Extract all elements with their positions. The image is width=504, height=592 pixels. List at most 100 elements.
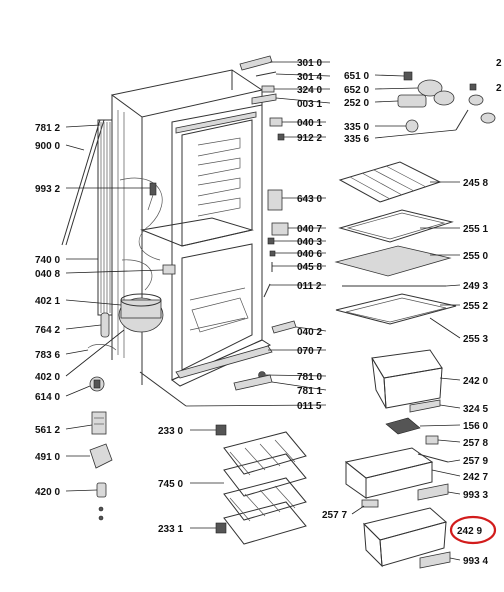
label-070-7: 070 7 [297,346,322,357]
label-242-9: 242 9 [457,526,482,537]
label-781-2: 781 2 [35,123,60,134]
refrigerator-cabinet [110,69,272,387]
label-614-0: 614 0 [35,392,60,403]
part-420-0 [96,482,107,521]
part-614-0 [89,376,105,392]
part-255-1-glass-shelf-frame [338,209,454,243]
label-040-6: 040 6 [297,249,322,260]
label-301-0: 301 0 [297,58,322,69]
part-783-6 [87,344,117,351]
highlight-circle [449,515,497,545]
part-040-1 [269,117,283,127]
label-643-0: 643 0 [297,194,322,205]
part-993-2 [147,182,157,211]
label-402-0: 402 0 [35,372,60,383]
label-040-7: 040 7 [297,224,322,235]
label-740-0: 740 0 [35,255,60,266]
label-257-8: 257 8 [463,438,488,449]
label-335-0: 335 0 [344,122,369,133]
label-245-8: 245 8 [463,178,488,189]
part-993-3 [417,483,449,501]
label-cut-top: 2 [496,58,502,69]
label-255-1: 255 1 [463,224,488,235]
label-003-1: 003 1 [297,99,322,110]
label-781-1: 781 1 [297,386,322,397]
part-324-5 [409,399,441,413]
label-257-7: 257 7 [322,510,347,521]
part-011-2 [263,283,271,298]
part-745-0-wire-shelves [223,431,307,545]
part-335-6 [455,109,469,131]
label-242-7: 242 7 [463,472,488,483]
label-040-8: 040 8 [35,269,60,280]
label-cut-top-2: 2 [496,83,502,94]
label-040-1-top: 040 1 [297,118,322,129]
part-040-2 [271,320,297,334]
part-156-0 [385,417,421,435]
part-491-0 [89,443,113,469]
label-324-5: 324 5 [463,404,488,415]
label-255-3: 255 3 [463,334,488,345]
part-040-8 [162,264,176,275]
label-781-0: 781 0 [297,372,322,383]
part-764-2-drier [100,312,110,338]
label-402-1: 402 1 [35,296,60,307]
label-040-2: 040 2 [297,327,322,338]
part-040-7 [271,222,289,236]
part-912-2 [277,133,285,141]
label-233-0: 233 0 [158,426,183,437]
label-301-4: 301 4 [297,72,322,83]
label-233-1: 233 1 [158,524,183,535]
label-255-0: 255 0 [463,251,488,262]
label-491-0: 491 0 [35,452,60,463]
part-993-4 [419,551,451,569]
label-242-0: 242 0 [463,376,488,387]
part-257-7 [361,499,379,508]
part-242-9-drawer [363,507,448,568]
label-652-0: 652 0 [344,85,369,96]
part-011-5 [139,371,187,407]
label-912-2: 912 2 [297,133,322,144]
part-233-0 [215,424,227,436]
label-745-0: 745 0 [158,479,183,490]
part-255-0-glass [334,245,452,277]
label-420-0: 420 0 [35,487,60,498]
part-402-1-compressor [118,293,164,333]
leader-lines [65,61,461,561]
label-045-8: 045 8 [297,262,322,273]
part-040-3 [267,237,275,245]
part-651-0 [403,71,413,81]
label-011-5: 011 5 [297,401,322,412]
label-993-2: 993 2 [35,184,60,195]
label-783-6: 783 6 [35,350,60,361]
label-324-0: 324 0 [297,85,322,96]
label-011-2: 011 2 [297,281,322,292]
part-003-1 [251,93,277,105]
top-right-cut-parts [468,83,496,124]
part-335-0 [405,119,419,133]
label-335-6: 335 6 [344,134,369,145]
label-249-3: 249 3 [463,281,488,292]
label-257-9: 257 9 [463,456,488,467]
part-257-8 [425,435,439,445]
part-070-7 [175,345,273,379]
label-900-0: 900 0 [35,141,60,152]
label-764-2: 764 2 [35,325,60,336]
part-245-8-wire-shelf [338,161,442,203]
label-255-2: 255 2 [463,301,488,312]
label-993-3: 993 3 [463,490,488,501]
part-233-1 [215,522,227,534]
part-324-0 [261,85,275,93]
part-740-0-condenser [97,119,113,316]
part-242-7-drawer [344,447,434,499]
part-255-2-crisper-cover [335,293,457,325]
label-252-0: 252 0 [344,98,369,109]
part-242-0-crisper-drawer [371,349,443,409]
label-156-0: 156 0 [463,421,488,432]
label-993-4: 993 4 [463,556,488,567]
part-labels: 301 0 301 4 324 0 003 1 040 1 912 2 651 … [35,58,502,567]
part-643-0 [267,189,283,211]
label-040-3: 040 3 [297,237,322,248]
label-651-0: 651 0 [344,71,369,82]
